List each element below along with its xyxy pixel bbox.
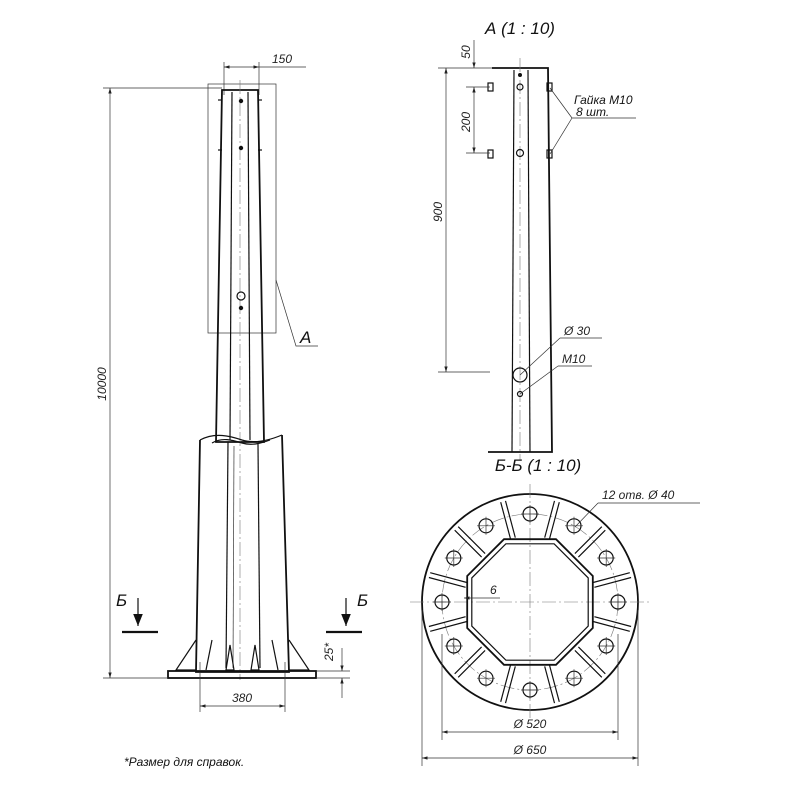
stiffener-rib — [592, 572, 630, 584]
base-stiffeners — [174, 639, 311, 671]
dim-total-height: 10000 — [95, 87, 222, 679]
lower-shaft — [195, 434, 290, 673]
dim-gap-text: 6 — [490, 583, 497, 597]
callout-a-letter: А — [299, 328, 311, 347]
detail-a-frame — [207, 83, 277, 334]
section-letter-right: Б — [357, 591, 368, 610]
pole-elevation-view: 150 А — [95, 52, 368, 712]
stiffener-rib — [454, 529, 483, 558]
dim-gap: 6 — [464, 583, 500, 600]
dim-flange-diameter-text: Ø 650 — [513, 743, 547, 757]
break-line — [199, 434, 283, 443]
dim-top-width-text: 150 — [272, 52, 292, 66]
dim-detail-length-text: 900 — [431, 202, 445, 222]
stiffener-rib — [454, 646, 483, 675]
section-holes-callout: 12 отв. Ø 40 — [574, 488, 700, 528]
stiffener-rib — [544, 500, 556, 538]
nut-label: Гайка М10 — [574, 93, 633, 107]
detail-a-leader — [275, 279, 318, 347]
upper-shaft — [215, 80, 265, 680]
dim-detail-top-text: 50 — [459, 45, 473, 59]
dim-detail-spacing-text: 200 — [459, 112, 473, 133]
stiffener-rib — [592, 620, 630, 632]
octagon-shaft-outer — [466, 538, 594, 666]
stiffener-rib — [574, 526, 603, 555]
stiffener-rib — [428, 616, 466, 628]
stiffener-rib — [428, 576, 466, 588]
stiffener-rib — [577, 529, 606, 558]
stiffener-rib — [430, 572, 468, 584]
section-title: Б-Б (1 : 10) — [495, 456, 581, 475]
octagon-shaft-inner — [471, 543, 589, 661]
section-bb-view: Б-Б (1 : 10) 6 12 отв. Ø 40 Ø 520 — [410, 456, 700, 766]
dim-bolt-circle: Ø 520 — [441, 634, 619, 740]
dim-total-height-text: 10000 — [95, 367, 109, 401]
stiffener-rib — [594, 616, 632, 628]
stiffener-rib — [577, 646, 606, 675]
hole-callouts: Ø 30 M10 — [519, 324, 602, 395]
stiffener-rib — [504, 500, 516, 538]
nut-callout: Гайка М10 8 шт. — [549, 87, 636, 155]
detail-a-title: А (1 : 10) — [484, 19, 555, 38]
footnote: *Размер для справок. — [124, 755, 244, 769]
dim-base-width-text: 380 — [232, 691, 252, 705]
stiffener-rib — [500, 664, 512, 702]
base-plate — [167, 670, 317, 679]
dim-base-height-text: 25* — [322, 643, 336, 662]
section-mark-left: Б — [116, 591, 158, 634]
detail-a-view: А (1 : 10) 50 200 900 — [431, 19, 636, 460]
bolt-holes — [433, 505, 627, 699]
stiffener-rib — [548, 502, 560, 540]
dim-flange-diameter: Ø 650 — [421, 610, 639, 766]
section-mark-right: Б — [326, 591, 368, 634]
section-letter-left: Б — [116, 591, 127, 610]
dim-base-height: 25* — [316, 643, 350, 698]
dim-hole-diameter-text: Ø 30 — [563, 324, 590, 338]
stiffener-rib — [457, 526, 486, 555]
stiffener-rib — [548, 664, 560, 702]
stiffener-rib — [594, 576, 632, 588]
nut-count: 8 шт. — [576, 105, 609, 119]
dim-detail-left: 50 200 900 — [431, 40, 492, 373]
dim-thread-text: M10 — [562, 352, 586, 366]
stiffener-rib — [544, 666, 556, 704]
dim-bolt-circle-text: Ø 520 — [513, 717, 547, 731]
detail-hole-30 — [512, 367, 528, 383]
stiffener-rib — [504, 666, 516, 704]
stiffener-rib — [430, 620, 468, 632]
dim-base-width: 380 — [199, 672, 286, 712]
stiffener-rib — [500, 502, 512, 540]
stiffener-rib — [574, 649, 603, 678]
stiffener-rib — [457, 649, 486, 678]
dim-section-holes-text: 12 отв. Ø 40 — [602, 488, 675, 502]
dim-top-width: 150 — [223, 52, 306, 95]
stiffener-ribs — [428, 500, 632, 704]
